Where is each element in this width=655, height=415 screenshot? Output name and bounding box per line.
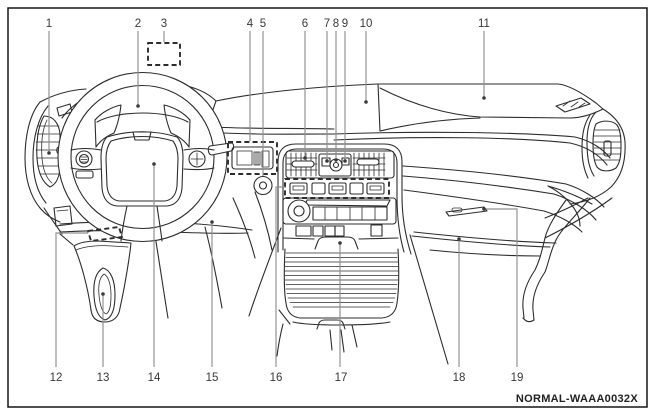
callout-1: 1 [46, 18, 52, 30]
callout-18: 18 [453, 372, 466, 384]
switch-row [289, 182, 385, 195]
glove-box-handle [445, 206, 488, 217]
callout-leader-lines [47, 31, 518, 367]
lower-button-row [295, 224, 383, 237]
steering-pad [100, 131, 184, 207]
console-storage [276, 234, 449, 365]
callout-7: 7 [324, 18, 330, 30]
dashed-box-12 [87, 226, 123, 242]
callout-10: 10 [360, 18, 373, 30]
right-air-vent [544, 108, 626, 239]
dashed-box-16 [284, 178, 390, 199]
callout-13: 13 [97, 372, 110, 384]
dashed-box-3 [147, 42, 181, 66]
callout-14: 14 [148, 372, 161, 384]
dashed-highlights [87, 42, 390, 242]
audio-knob [287, 199, 311, 223]
audio-unit [282, 197, 397, 225]
callout-3: 3 [161, 18, 167, 30]
callout-8: 8 [333, 18, 339, 30]
callout-numbers: 1 2 3 4 5 6 7 8 9 10 11 12 13 14 15 16 1… [46, 18, 524, 384]
steering-wheel [57, 71, 235, 243]
callout-6: 6 [302, 18, 308, 30]
callout-9: 9 [342, 18, 348, 30]
callout-17: 17 [335, 372, 348, 384]
callout-16: 16 [270, 372, 283, 384]
callout-5: 5 [260, 18, 266, 30]
control-knob [253, 175, 273, 196]
figure-code: NORMAL-WAAA0032X [516, 393, 639, 405]
callout-12: 12 [50, 372, 63, 384]
callout-11: 11 [478, 18, 490, 30]
callout-4: 4 [247, 18, 254, 30]
storage-lid-tab [314, 236, 359, 250]
callout-2: 2 [135, 18, 141, 30]
steering-switch-left [75, 150, 93, 168]
info-display-unit [231, 146, 274, 196]
glove-box-area [402, 165, 605, 323]
callout-19: 19 [511, 372, 524, 384]
callout-15: 15 [206, 372, 219, 384]
